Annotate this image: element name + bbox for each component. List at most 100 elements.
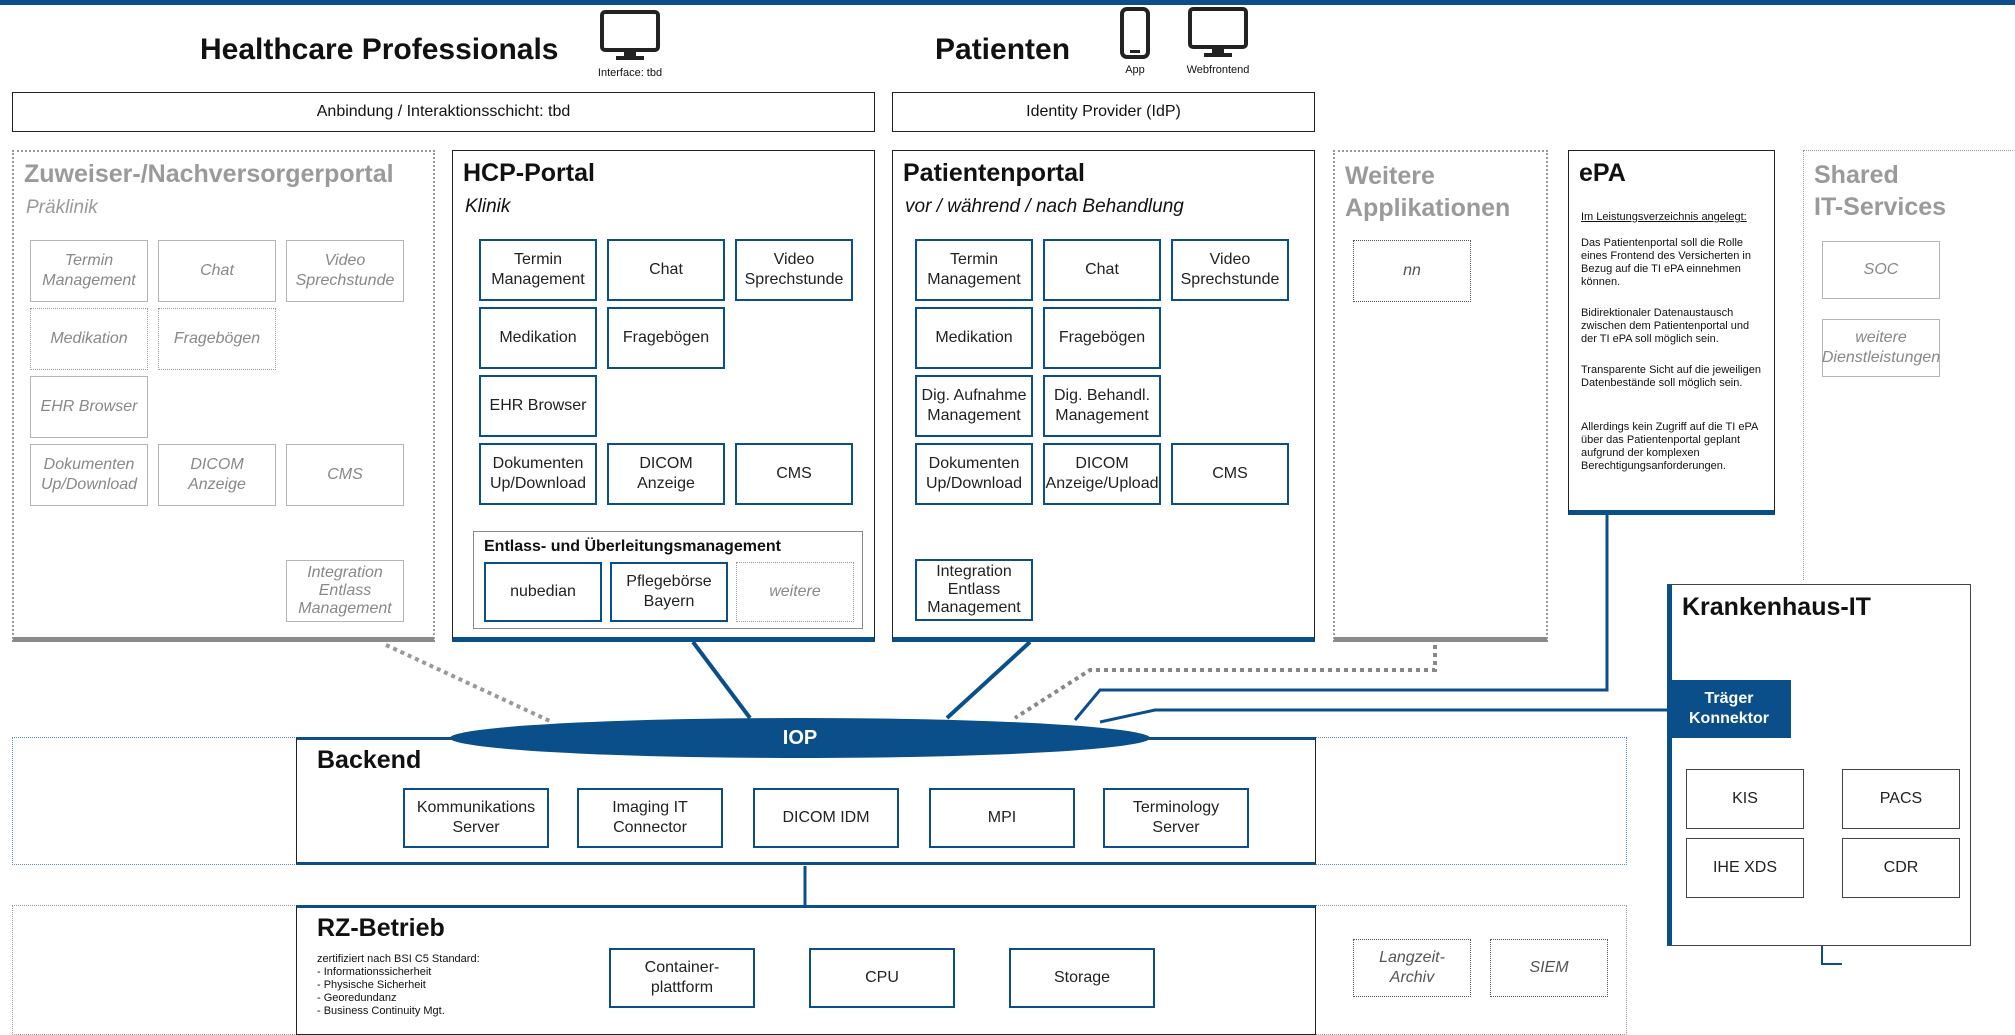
app-caption: App <box>1125 64 1145 76</box>
hcp-cms: CMS <box>735 443 853 505</box>
siem: SIEM <box>1490 939 1608 997</box>
rz-panel: RZ-Betrieb zertifiziert nach BSI C5 Stan… <box>296 905 1316 1035</box>
kis-box: KIS <box>1686 769 1804 829</box>
zuweiser-dokumente: Dokumenten Up/Download <box>30 444 148 506</box>
zuweiser-medikation: Medikation <box>30 308 148 370</box>
hcp-frageboegen: Fragebögen <box>607 307 725 369</box>
mpi: MPI <box>929 788 1075 848</box>
monitor-icon <box>600 10 660 60</box>
rz-title: RZ-Betrieb <box>317 914 445 942</box>
zuweiser-ehr-browser: EHR Browser <box>30 376 148 438</box>
entlass-nubedian: nubedian <box>484 562 602 622</box>
zuweiser-termin: Termin Management <box>30 240 148 302</box>
rz-cert-line-4: - Georedundanz <box>317 992 397 1004</box>
langzeit-archiv: Langzeit- Archiv <box>1353 939 1471 997</box>
zuweiser-title: Zuweiser-/Nachversorgerportal <box>24 160 394 188</box>
zuweiser-chat: Chat <box>158 240 276 302</box>
pacs-box: PACS <box>1842 769 1960 829</box>
cdr-box: CDR <box>1842 838 1960 898</box>
rz-cert-line-5: - Business Continuity Mgt. <box>317 1005 445 1017</box>
epa-iop-link <box>1073 512 1609 721</box>
patientenportal-title: Patientenportal <box>903 159 1085 187</box>
hcp-dokumente: Dokumenten Up/Download <box>479 443 597 505</box>
zuweiser-frageboegen: Fragebögen <box>158 308 276 370</box>
container-plattform: Container- plattform <box>609 948 755 1008</box>
patientenportal: Patientenportal vor / während / nach Beh… <box>892 150 1315 642</box>
patientenportal-subtitle: vor / während / nach Behandlung <box>905 196 1184 217</box>
patienten-heading: Patienten <box>935 33 1071 66</box>
kommunikations-server: Kommunikations Server <box>403 788 549 848</box>
hcp-portal-title: HCP-Portal <box>463 159 595 187</box>
shared-it-services: Shared IT-Services SOC weitere Dienstlei… <box>1803 150 2013 580</box>
webfrontend-caption: Webfrontend <box>1186 64 1250 76</box>
hcp-ehr-browser: EHR Browser <box>479 375 597 437</box>
pat-termin: Termin Management <box>915 239 1033 301</box>
smartphone-icon <box>1120 7 1150 59</box>
rz-cert-line-3: - Physische Sicherheit <box>317 979 426 991</box>
backend-panel: Backend Kommunikations Server Imaging IT… <box>296 737 1316 865</box>
epa-title: ePA <box>1579 159 1626 187</box>
imaging-it-connector: Imaging IT Connector <box>577 788 723 848</box>
hcp-video: Video Sprechstunde <box>735 239 853 301</box>
pat-dokumente: Dokumenten Up/Download <box>915 443 1033 505</box>
idp-bar: Identity Provider (IdP) <box>892 92 1315 132</box>
weitere-iop-link <box>1013 645 1437 720</box>
zuweiser-cms: CMS <box>286 444 404 506</box>
hcp-portal-subtitle: Klinik <box>465 196 511 217</box>
rz-cert-line-2: - Informationssicherheit <box>317 966 432 978</box>
konnektor-iop-link <box>1099 708 1670 724</box>
hcp-heading: Healthcare Professionals <box>200 33 559 66</box>
epa-paragraph-2: Bidirektionaler Datenaustausch zwischen … <box>1581 307 1750 345</box>
shared-title: Shared IT-Services <box>1814 161 1947 221</box>
epa-panel: ePA Im Leistungsverzeichnis angelegt: Da… <box>1568 150 1775 515</box>
epa-heading: Im Leistungsverzeichnis angelegt: <box>1581 211 1747 223</box>
entlass-weitere: weitere <box>736 562 854 622</box>
hcp-dicom: DICOM Anzeige <box>607 443 725 505</box>
entlass-group: Entlass- und Überleitungsmanagement nube… <box>473 531 863 629</box>
entlass-title: Entlass- und Überleitungsmanagement <box>484 538 781 555</box>
zuweiser-subtitle: Präklinik <box>26 197 98 218</box>
zuweiser-dicom: DICOM Anzeige <box>158 444 276 506</box>
pat-dicom: DICOM Anzeige/Upload <box>1043 443 1161 505</box>
monitor-icon <box>1188 7 1248 57</box>
zuweiser-iop-link <box>385 643 553 724</box>
weitere-applikationen: Weitere Applikationen nn <box>1333 150 1548 642</box>
shared-soc: SOC <box>1822 241 1940 299</box>
shared-weitere: weitere Dienstleistungen <box>1822 319 1940 377</box>
entlass-pflegeboerse: Pflegebörse Bayern <box>610 562 728 622</box>
pat-dig-aufnahme: Dig. Aufnahme Management <box>915 375 1033 437</box>
cpu: CPU <box>809 948 955 1008</box>
zuweiser-video: Video Sprechstunde <box>286 240 404 302</box>
pat-video: Video Sprechstunde <box>1171 239 1289 301</box>
traeger-konnektor: Träger Konnektor <box>1667 680 1791 738</box>
pat-frageboegen: Fragebögen <box>1043 307 1161 369</box>
epa-paragraph-4: Allerdings kein Zugriff auf die TI ePA ü… <box>1581 421 1758 472</box>
epa-paragraph-1: Das Patientenportal soll die Rolle eines… <box>1581 237 1751 288</box>
terminology-server: Terminology Server <box>1103 788 1249 848</box>
pat-integration: Integration Entlass Management <box>915 559 1033 621</box>
iop-bus: IOP <box>450 718 1150 758</box>
zuweiser-integration: Integration Entlass Management <box>286 560 404 622</box>
patient-iop-link <box>945 640 1032 720</box>
krankenhaus-title: Krankenhaus-IT <box>1682 593 1871 621</box>
dicom-idm: DICOM IDM <box>753 788 899 848</box>
hcp-iop-link <box>691 640 752 720</box>
weitere-title: Weitere Applikationen <box>1345 162 1511 222</box>
backend-title: Backend <box>317 746 422 774</box>
top-accent-bar <box>0 0 2015 5</box>
hcp-medikation: Medikation <box>479 307 597 369</box>
ihe-xds-box: IHE XDS <box>1686 838 1804 898</box>
weitere-nn: nn <box>1353 240 1471 302</box>
zuweiser-portal: Zuweiser-/Nachversorgerportal Präklinik … <box>12 150 435 642</box>
pat-cms: CMS <box>1171 443 1289 505</box>
storage: Storage <box>1009 948 1155 1008</box>
pat-chat: Chat <box>1043 239 1161 301</box>
pat-dig-behandl: Dig. Behandl. Management <box>1043 375 1161 437</box>
hcp-portal: HCP-Portal Klinik Termin Management Chat… <box>452 150 875 642</box>
hcp-termin: Termin Management <box>479 239 597 301</box>
interaction-layer-bar: Anbindung / Interaktionsschicht: tbd <box>12 92 875 132</box>
pat-medikation: Medikation <box>915 307 1033 369</box>
rz-cert-line-1: zertifiziert nach BSI C5 Standard: <box>317 953 480 965</box>
interface-caption: Interface: tbd <box>597 67 663 79</box>
epa-paragraph-3: Transparente Sicht auf die jeweiligen Da… <box>1581 364 1761 389</box>
